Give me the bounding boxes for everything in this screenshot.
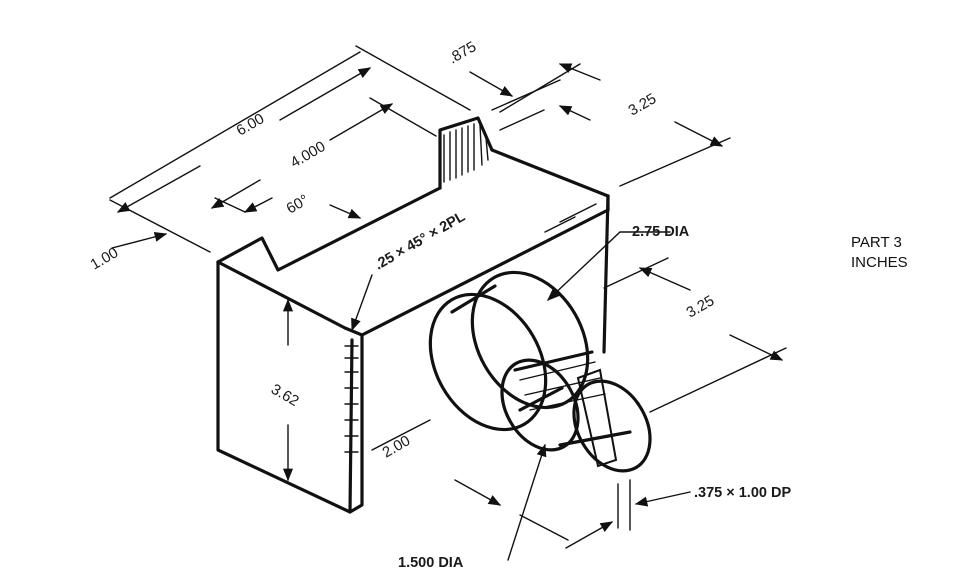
shaft-diameter: 1.500 DIA	[398, 555, 464, 571]
dimension-lines	[109, 45, 787, 561]
dim-boss-position: 3.25	[684, 292, 718, 321]
boss-and-shaft	[428, 270, 652, 473]
dim-depth-right: 3.25	[626, 90, 660, 119]
part-label: PART 3 INCHES	[851, 233, 908, 273]
slot-note: .375 × 1.00 DP	[694, 485, 791, 501]
dim-height: 3.62	[268, 381, 302, 410]
block-body	[216, 116, 610, 514]
dim-length-total: 6.00	[234, 110, 268, 139]
dim-v-angle: 60°	[284, 191, 312, 217]
part-number: PART 3	[851, 234, 902, 251]
units-label: INCHES	[851, 254, 908, 271]
chamfer-note: .25 × 45° × 2PL	[372, 209, 468, 274]
dim-slot-width: .875	[446, 38, 480, 67]
boss-diameter: 2.75 DIA	[632, 224, 690, 240]
dim-notch-offset: 4.000	[288, 138, 329, 171]
dim-left-offset: 1.00	[88, 244, 122, 273]
dim-shaft-length: 2.00	[380, 432, 414, 461]
